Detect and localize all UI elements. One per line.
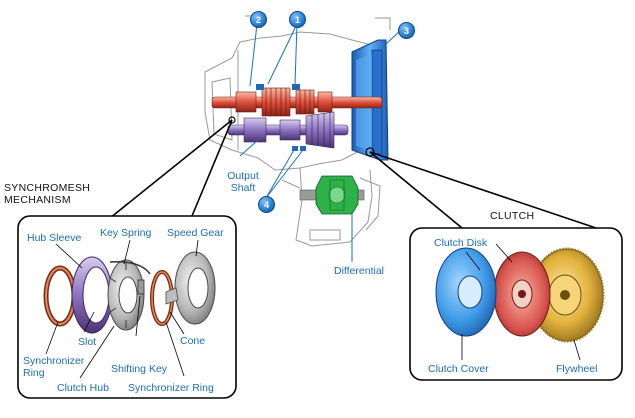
clutch-parts	[435, 247, 605, 343]
clutch-title: CLUTCH	[490, 210, 535, 222]
shifting-key-label: Shifting Key	[111, 363, 168, 375]
input-shaft	[211, 84, 383, 117]
speed-gear-label: Speed Gear	[167, 227, 224, 239]
callout-leaders	[239, 23, 402, 262]
flywheel-label: Flywheel	[556, 363, 598, 375]
output-shaft	[227, 111, 349, 151]
zoom-origin-clutch	[365, 147, 375, 157]
slot-label: Slot	[78, 336, 97, 348]
synchronizer-ring-left-label-line2: Ring	[23, 367, 45, 379]
differential-label: Differential	[334, 265, 384, 277]
callout-badge-2: 2	[250, 11, 267, 28]
part-leaders	[45, 239, 581, 379]
output-shaft-label-line1: Output	[227, 170, 259, 182]
synchromesh-title-line1: SYNCHROMESH	[4, 182, 91, 194]
synchromesh-parts	[43, 251, 216, 334]
differential-unit	[299, 175, 365, 215]
synchronizer-ring-right-label: Synchronizer Ring	[128, 382, 214, 394]
callout-badge-4: 4	[258, 196, 275, 213]
synchronizer-ring-left-label-line1: Synchronizer	[23, 355, 85, 367]
hub-sleeve-label: Hub Sleeve	[27, 232, 82, 244]
clutch-disk-label: Clutch Disk	[434, 237, 488, 249]
clutch-hub-label: Clutch Hub	[57, 382, 109, 394]
zoom-origin-synchro	[228, 116, 236, 124]
clutch-cover-label: Clutch Cover	[428, 363, 489, 375]
synchromesh-title-line2: MECHANISM	[4, 194, 71, 206]
cone-label: Cone	[180, 335, 206, 347]
key-spring-label: Key Spring	[100, 227, 152, 239]
callout-badge-3: 3	[398, 22, 415, 39]
callout-badge-1: 1	[289, 11, 306, 28]
output-shaft-label-line2: Shaft	[230, 182, 256, 194]
